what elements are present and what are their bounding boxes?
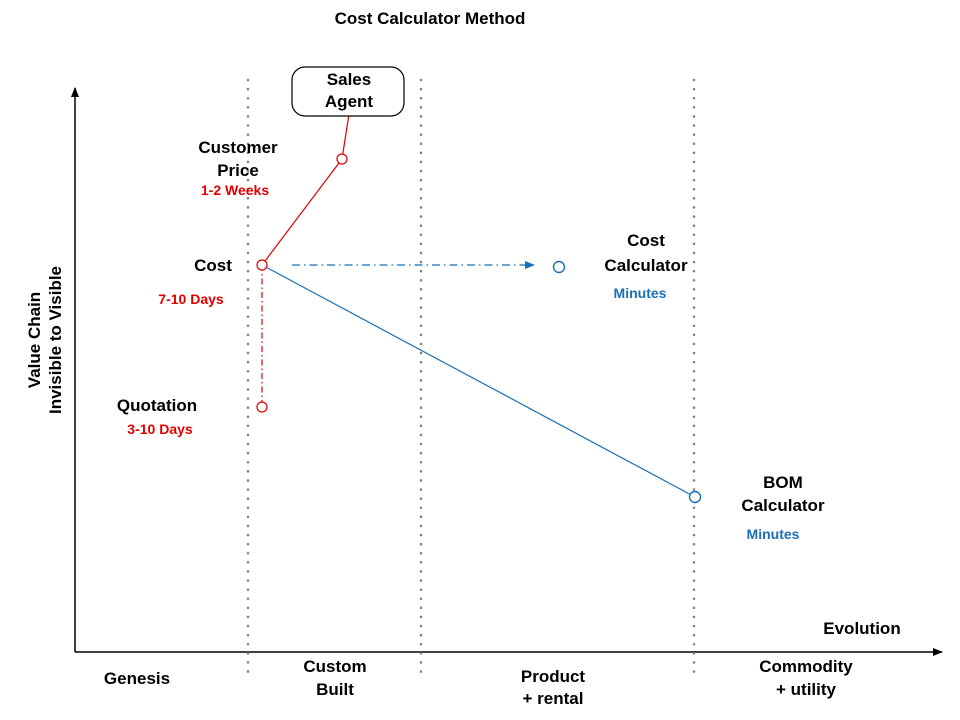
link-customer-price-to-sales-agent <box>341 113 350 160</box>
svg-text:Value Chain: Value Chain <box>25 292 44 388</box>
svg-text:Cost: Cost <box>627 231 665 250</box>
cost-calculator-node <box>552 260 566 274</box>
cost-calculator-label: Cost Calculator <box>604 231 688 275</box>
customer-price-node <box>336 153 348 165</box>
svg-text:BOM: BOM <box>763 473 803 492</box>
stage-custom-built-label: Custom Built <box>303 657 366 699</box>
svg-text:+ rental: + rental <box>523 689 584 708</box>
stage-genesis-label: Genesis <box>104 669 170 688</box>
cost-node <box>256 259 268 271</box>
svg-text:+ utility: + utility <box>776 680 837 699</box>
svg-text:Calculator: Calculator <box>741 496 825 515</box>
svg-text:Sales: Sales <box>327 70 371 89</box>
cost-time: 7-10 Days <box>158 291 224 307</box>
link-cost-to-bom-calculator <box>261 264 696 498</box>
cost-calculator-time: Minutes <box>614 285 667 301</box>
customer-price-time: 1-2 Weeks <box>201 182 269 198</box>
stage-product-label: Product + rental <box>521 667 586 708</box>
svg-text:Calculator: Calculator <box>604 256 688 275</box>
quotation-label: Quotation <box>117 396 197 415</box>
bom-calculator-node <box>688 490 702 504</box>
svg-text:Customer: Customer <box>198 138 278 157</box>
stage-commodity-label: Commodity + utility <box>759 657 853 699</box>
svg-text:Commodity: Commodity <box>759 657 853 676</box>
y-axis-label: Value Chain Invisible to Visible <box>25 266 65 414</box>
map-title: Cost Calculator Method <box>335 9 526 28</box>
quotation-node <box>256 401 268 413</box>
svg-text:Invisible to Visible: Invisible to Visible <box>46 266 65 414</box>
bom-calculator-time: Minutes <box>747 526 800 542</box>
quotation-time: 3-10 Days <box>127 421 193 437</box>
x-axis-label: Evolution <box>823 619 900 638</box>
link-cost-to-customer-price <box>261 158 343 266</box>
svg-text:Product: Product <box>521 667 586 686</box>
bom-calculator-label: BOM Calculator <box>741 473 825 515</box>
sales-agent-node: Sales Agent <box>291 66 405 117</box>
customer-price-label: Customer Price <box>198 138 278 180</box>
cost-label: Cost <box>194 256 232 275</box>
svg-text:Price: Price <box>217 161 259 180</box>
svg-text:Agent: Agent <box>325 92 374 111</box>
svg-text:Built: Built <box>316 680 354 699</box>
svg-text:Custom: Custom <box>303 657 366 676</box>
